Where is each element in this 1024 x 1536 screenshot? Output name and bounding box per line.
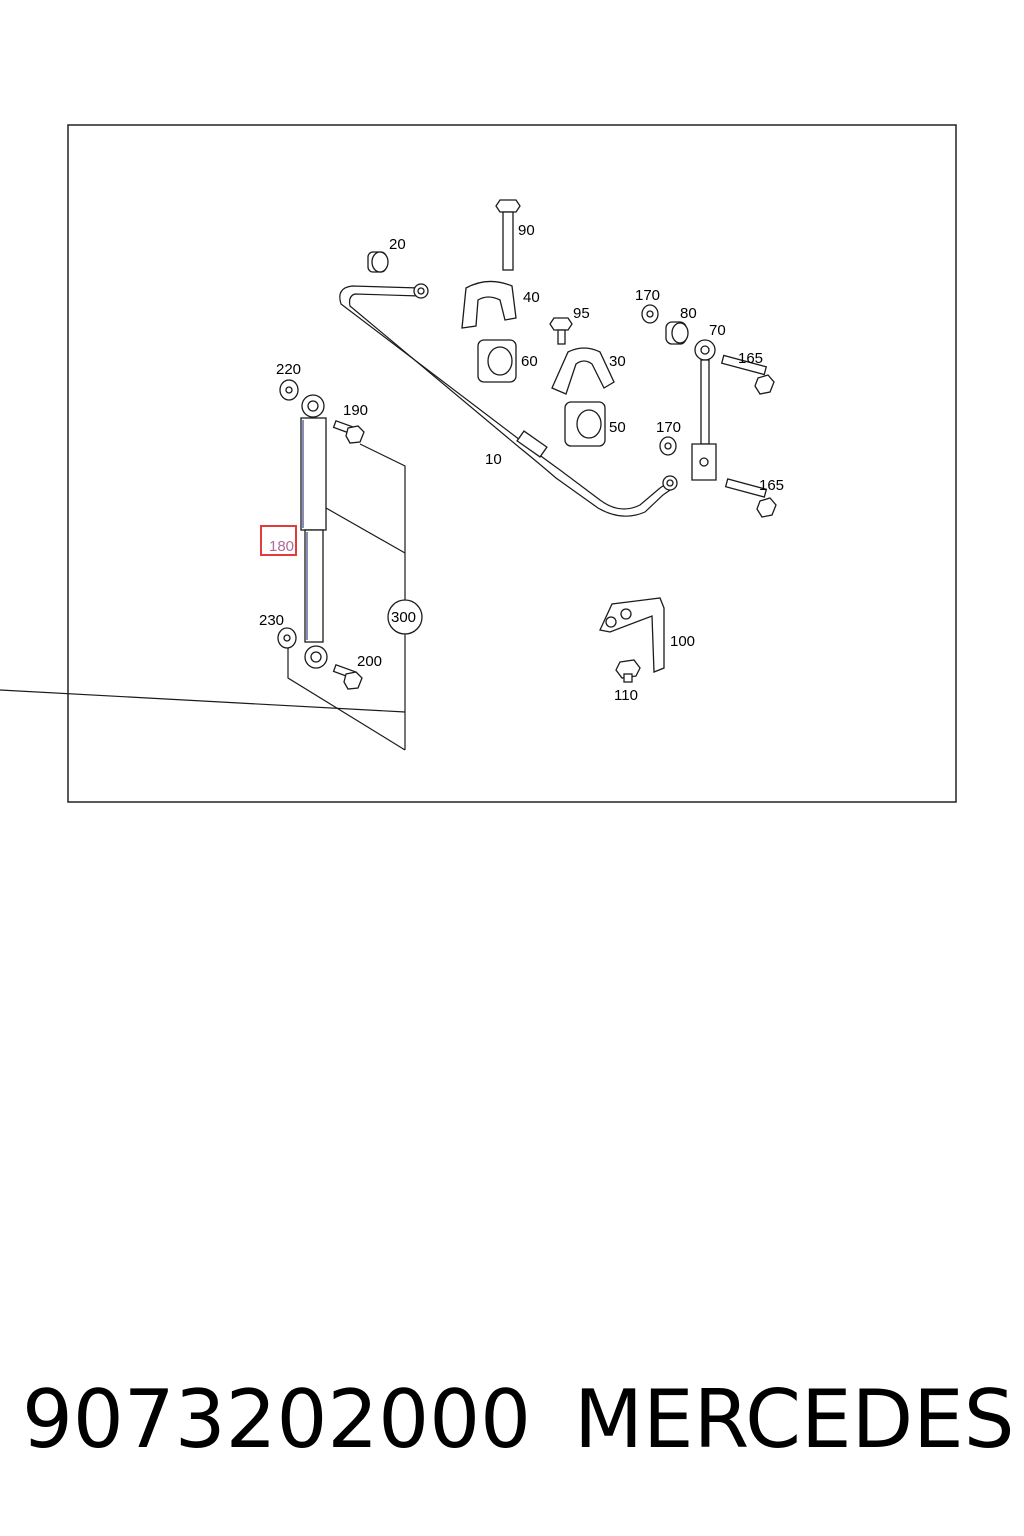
callout-190: 190	[343, 402, 368, 419]
callout-165-top: 165	[738, 350, 763, 367]
part-number: 9073202000	[22, 1373, 531, 1466]
bolt-190	[332, 419, 365, 444]
callout-170-bottom: 170	[656, 419, 681, 436]
callout-100: 100	[670, 633, 695, 650]
callout-40: 40	[523, 289, 540, 306]
bolt-200	[332, 663, 363, 690]
callout-60: 60	[521, 353, 538, 370]
washer-220	[279, 379, 299, 401]
bolt-90	[495, 199, 521, 271]
bushing-80	[665, 321, 689, 345]
callout-30: 30	[609, 353, 626, 370]
callout-95: 95	[573, 305, 590, 322]
caption: 9073202000 MERCEDES	[0, 1370, 1024, 1470]
washer-170-top	[641, 304, 659, 324]
bolt-165-top	[720, 354, 775, 395]
callout-50: 50	[609, 419, 626, 436]
parts-diagram: 10 20 30 40 50 60 70 80 90 95 100 110 16…	[0, 124, 957, 803]
bolt-165-bottom	[724, 478, 777, 518]
link-70	[691, 339, 717, 481]
highlight-box-180	[260, 525, 297, 556]
bushing-50	[564, 401, 606, 447]
stabilizer-bar	[339, 283, 678, 517]
callout-80: 80	[680, 305, 697, 322]
kit-300-lines	[0, 443, 423, 751]
callout-300: 300	[391, 609, 416, 626]
callout-200: 200	[357, 653, 382, 670]
callout-70: 70	[709, 322, 726, 339]
callout-10: 10	[485, 451, 502, 468]
callout-165-bottom: 165	[759, 477, 784, 494]
bolt-95	[549, 317, 573, 345]
shock-absorber-180	[300, 394, 328, 669]
callout-230: 230	[259, 612, 284, 629]
callout-110: 110	[614, 687, 638, 704]
bolt-110	[615, 659, 641, 683]
callout-180[interactable]: 180	[269, 538, 294, 555]
clamp-30	[551, 347, 615, 395]
callout-220: 220	[276, 361, 301, 378]
clamp-40	[461, 280, 517, 329]
brand-name: MERCEDES	[574, 1373, 1015, 1466]
washer-230	[277, 627, 297, 649]
bracket-100	[599, 597, 665, 673]
bushing-20	[367, 251, 389, 273]
callout-20: 20	[389, 236, 406, 253]
callout-170-top: 170	[635, 287, 660, 304]
washer-170-bottom	[659, 436, 677, 456]
bushing-60	[477, 339, 517, 383]
callout-90: 90	[518, 222, 535, 239]
